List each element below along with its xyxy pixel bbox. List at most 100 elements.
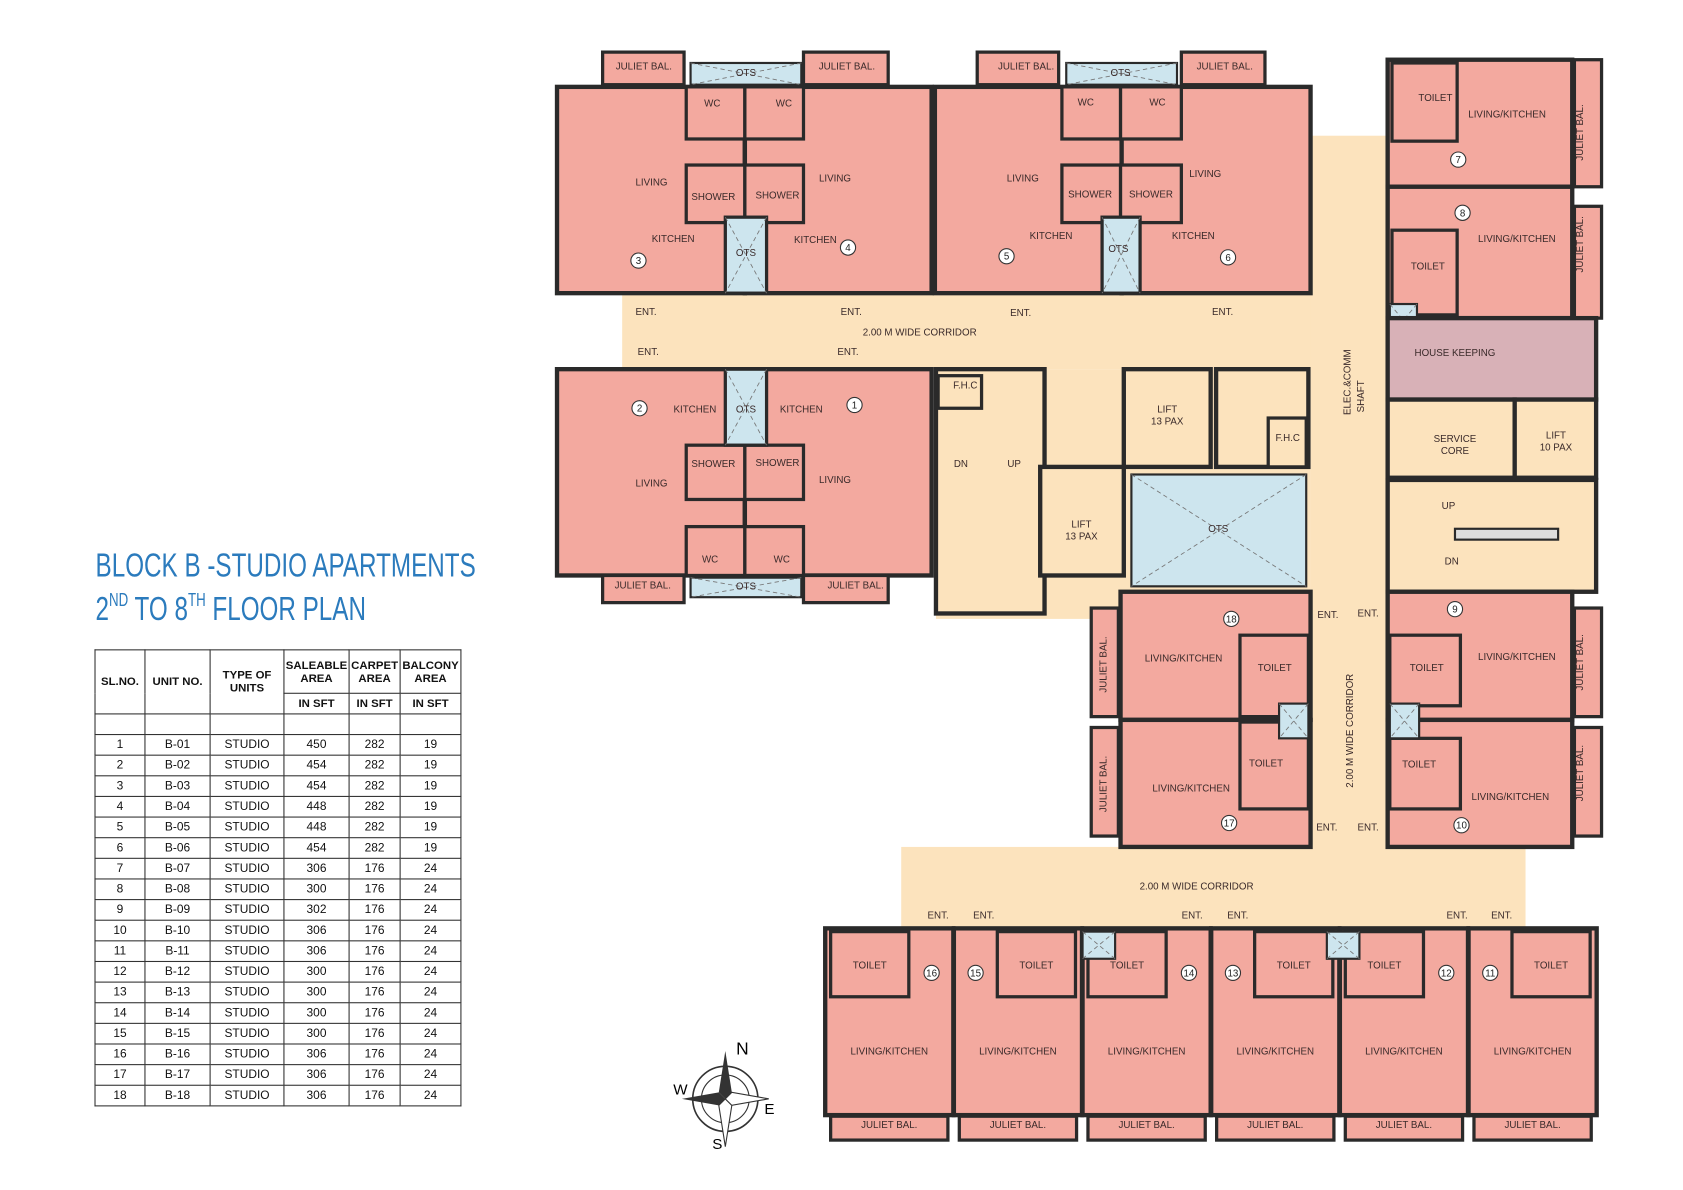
kitchen-label: KITCHEN	[1030, 231, 1073, 242]
kitchen-label: KITCHEN	[673, 405, 716, 416]
juliet-balcony	[1572, 58, 1604, 189]
cell-unit-no: B-08	[144, 878, 211, 901]
shower-label: SHOWER	[1068, 190, 1112, 201]
cell-unit-type: STUDIO	[209, 775, 285, 797]
juliet-balcony	[1179, 50, 1267, 87]
ent-label: ENT.	[635, 307, 656, 318]
cell-carpet-area: 176	[348, 1084, 401, 1107]
header-unit-no: UNIT NO.	[144, 649, 211, 715]
title-part: TO 8	[128, 589, 188, 628]
toilet-label: TOILET	[1277, 961, 1311, 972]
unit-number-4: 4	[845, 243, 851, 254]
unit-number-badge	[1438, 964, 1455, 982]
living-kitchen-label: LIVING/KITCHEN	[1236, 1046, 1314, 1057]
cell-unit-type: STUDIO	[209, 857, 285, 880]
toilet-label: TOILET	[1110, 961, 1144, 972]
living-label: LIVING	[635, 478, 667, 489]
ots-cross-line	[690, 577, 802, 598]
toilet-unit-15	[995, 929, 1078, 999]
toilet-unit-13	[1253, 929, 1335, 999]
blank-row	[94, 713, 462, 736]
title-part: 2	[95, 589, 110, 628]
unit-number-badge	[1446, 600, 1464, 618]
shower-unit-2	[684, 443, 747, 502]
ots-label: OTS	[736, 582, 757, 593]
ent-label: ENT.	[638, 347, 659, 358]
shower-unit-6	[1118, 163, 1183, 225]
ots-cross-line	[1101, 216, 1141, 294]
juliet-balcony	[1572, 606, 1604, 719]
header-unit-saleable: IN SFT	[283, 692, 350, 715]
cell-balcony-area: 19	[399, 734, 462, 756]
wc-label: WC	[1149, 97, 1165, 108]
toilet-label: TOILET	[1411, 261, 1445, 272]
kitchen-label: KITCHEN	[1172, 231, 1215, 242]
cell-carpet-area: 176	[348, 899, 401, 921]
kitchen-label: KITCHEN	[794, 235, 837, 246]
wc-unit-5	[1060, 85, 1123, 141]
living-label: LIVING	[819, 173, 851, 184]
unit-number-17: 17	[1224, 819, 1235, 830]
living-kitchen-label: LIVING/KITCHEN	[1494, 1046, 1572, 1057]
unit-number-badge	[1180, 964, 1198, 982]
cell-saleable-area: 454	[283, 754, 350, 777]
unit-number-badge	[923, 964, 940, 982]
ots-cross-line	[1131, 474, 1307, 587]
stair-up-label: UP	[1007, 459, 1021, 470]
unit-number-5: 5	[1004, 252, 1010, 263]
toilet-label: TOILET	[853, 961, 887, 972]
toilet-label: TOILET	[1019, 961, 1053, 972]
wc-label: WC	[774, 554, 790, 565]
living-kitchen-label: LIVING/KITCHEN	[1145, 653, 1223, 664]
juliet-balcony	[600, 50, 686, 87]
juliet-balcony	[957, 1114, 1079, 1142]
cell-saleable-area: 306	[283, 1084, 350, 1107]
cell-saleable-area: 300	[283, 981, 350, 1004]
ots-cross-line	[1101, 216, 1141, 294]
cell-balcony-area: 24	[399, 1002, 462, 1024]
living-kitchen-label: LIVING/KITCHEN	[1478, 234, 1556, 245]
wc-label: WC	[1078, 97, 1094, 108]
ent-label: ENT.	[1316, 823, 1337, 834]
corridor-label: 2.00 M WIDE CORRIDOR	[863, 328, 977, 339]
kitchen-label: KITCHEN	[780, 405, 823, 416]
juliet-balcony-label: JULIET BAL.	[819, 61, 875, 72]
lift-label: LIFT	[1546, 431, 1566, 442]
cell-unit-no: B-12	[144, 960, 211, 983]
cell-saleable-area: 306	[283, 1064, 350, 1086]
compass-north: N	[736, 1038, 749, 1058]
cell-unit-type: STUDIO	[209, 1002, 285, 1024]
toilet-unit-16	[829, 929, 911, 999]
cell-unit-no: B-17	[144, 1064, 211, 1086]
unit-number-badge	[630, 252, 647, 269]
unit-number-badge	[1450, 151, 1467, 168]
ots-label: OTS	[736, 248, 757, 259]
unit-number-14: 14	[1184, 968, 1195, 979]
unit-number-13: 13	[1227, 968, 1238, 979]
ots-label: OTS	[1208, 524, 1229, 535]
ent-label: ENT.	[1010, 308, 1031, 319]
header-unit-carpet: IN SFT	[348, 692, 401, 715]
header-saleable: SALEABLE AREA	[283, 649, 350, 694]
kitchen-label: KITCHEN	[652, 234, 695, 245]
cell-carpet-area: 176	[348, 857, 401, 880]
ent-label: ENT.	[1182, 911, 1203, 922]
cell-sl-no: 16	[94, 1043, 146, 1066]
juliet-balcony-label: JULIET BAL.	[1575, 634, 1586, 690]
juliet-balcony-label: JULIET BAL.	[990, 1120, 1046, 1131]
juliet-balcony	[975, 50, 1061, 87]
cell-unit-no: B-13	[144, 981, 211, 1004]
ots-cross-line	[724, 216, 767, 294]
toilet-unit-7	[1390, 61, 1459, 143]
wc-unit-3	[684, 85, 747, 141]
cell-unit-no: B-10	[144, 919, 211, 942]
juliet-balcony	[829, 1114, 950, 1142]
wc-label: WC	[776, 98, 792, 109]
shower-label: SHOWER	[755, 458, 799, 469]
cell-balcony-area: 19	[399, 816, 462, 839]
